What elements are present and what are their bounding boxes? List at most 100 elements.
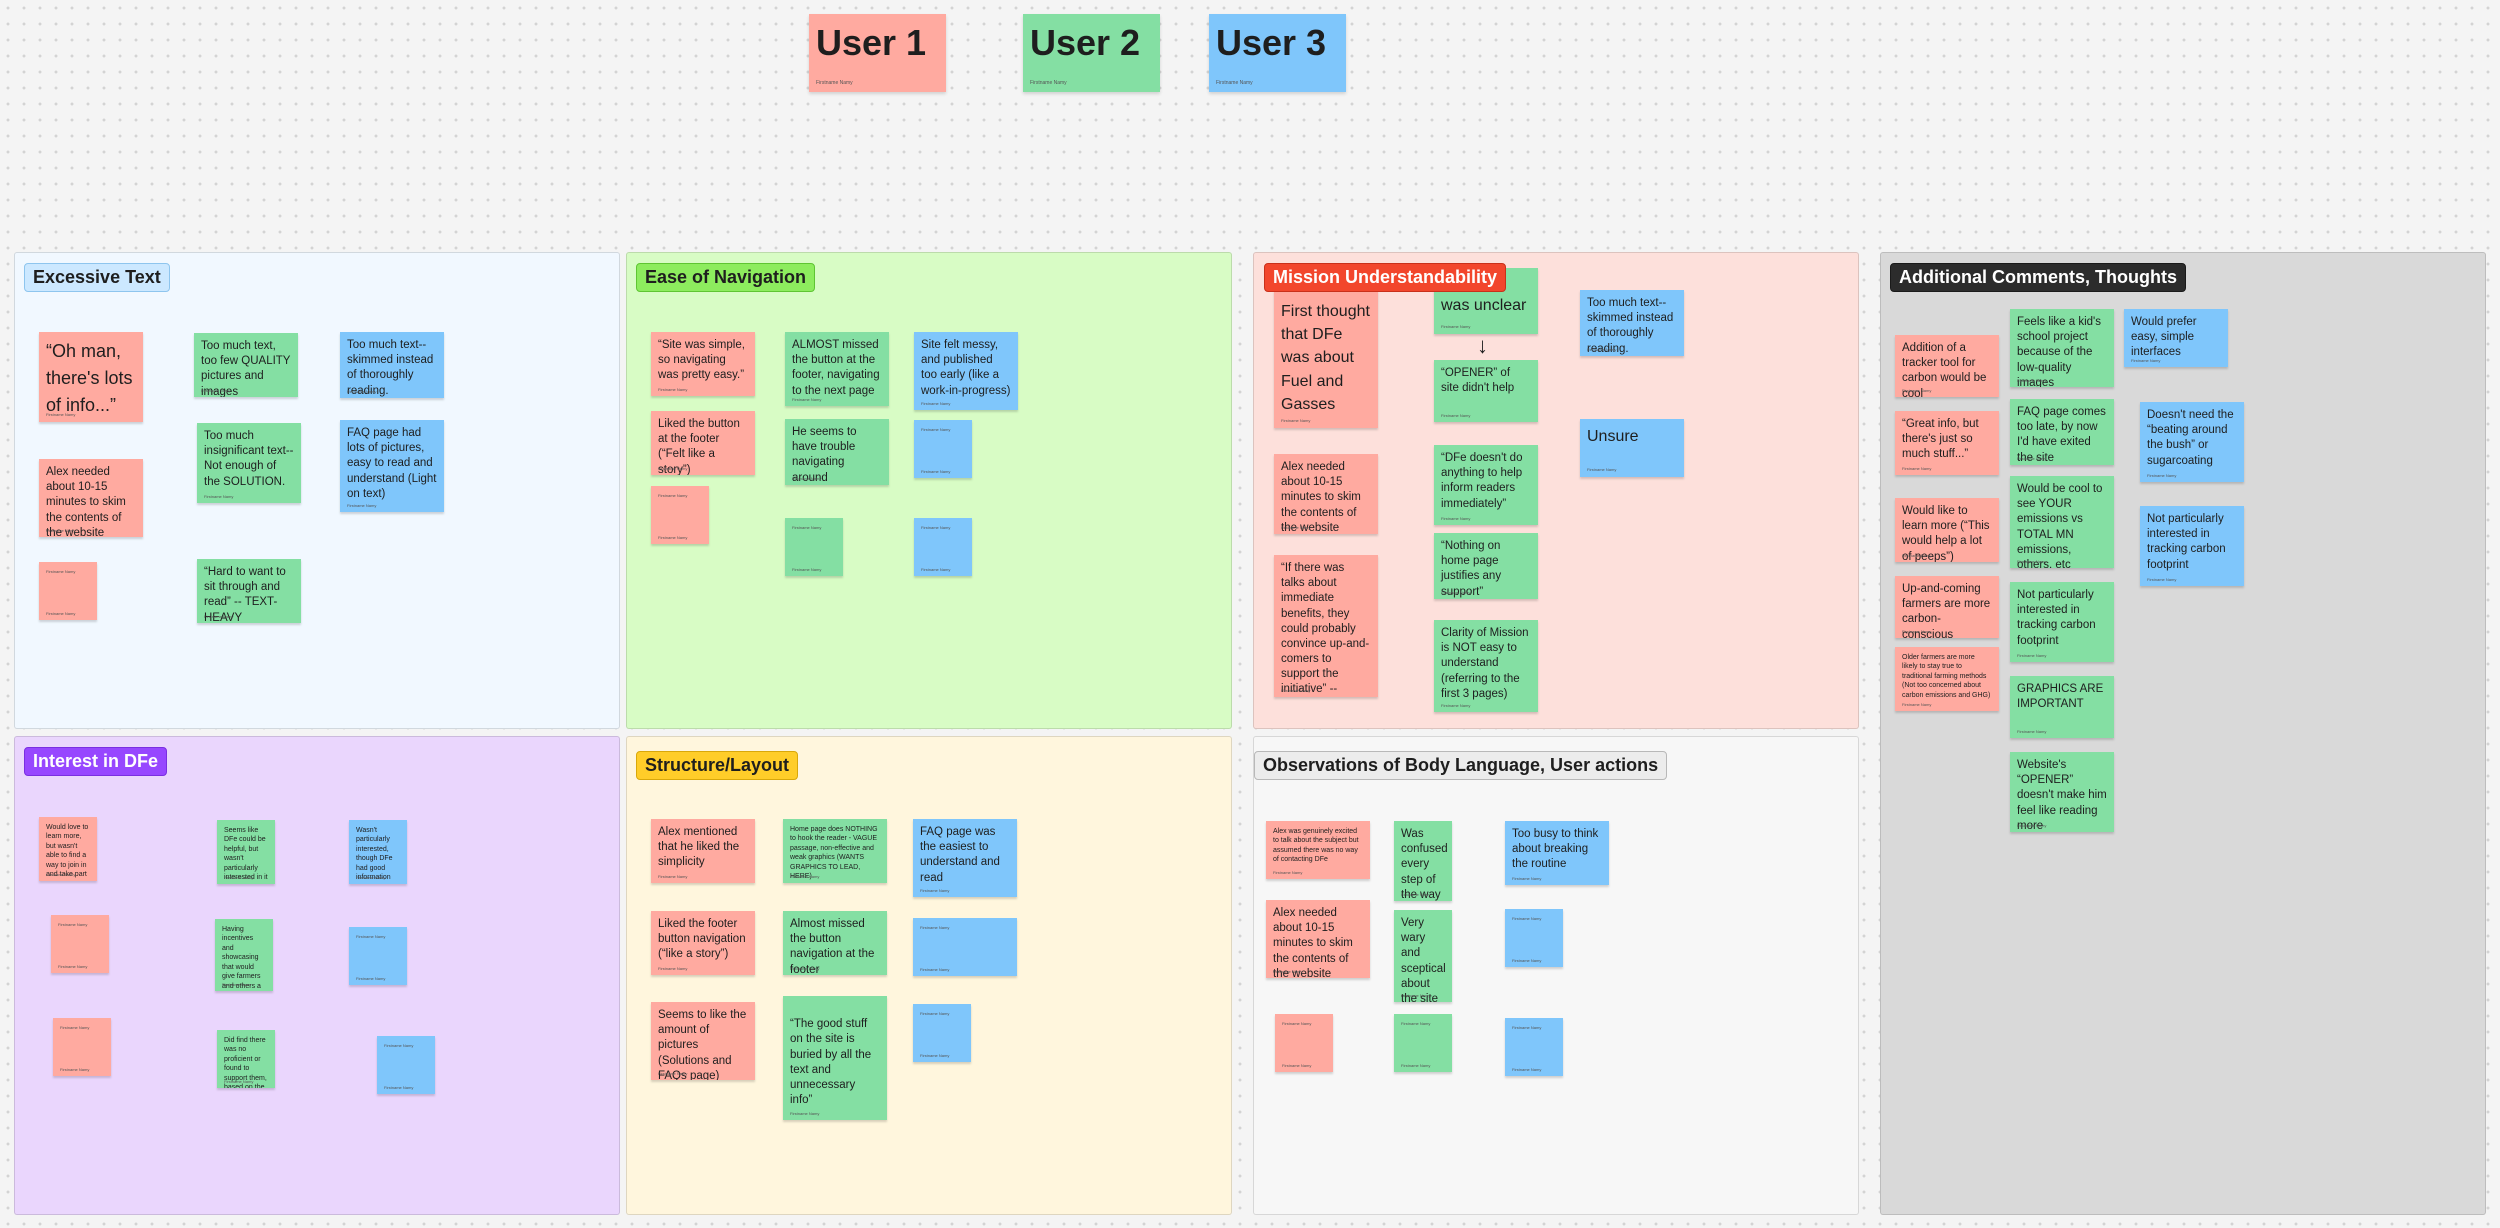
section-label[interactable]: Additional Comments, Thoughts — [1890, 263, 2186, 292]
sticky-note[interactable]: Firstname Namy Firstname Namy — [1394, 1014, 1452, 1072]
sticky-note[interactable]: “If there was talks about immediate bene… — [1274, 555, 1378, 697]
sticky-note[interactable]: Older farmers are more likely to stay tr… — [1895, 647, 1999, 711]
sticky-note[interactable]: Would love to learn more, but wasn't abl… — [39, 817, 97, 881]
sticky-note[interactable]: Firstname Namy Firstname Namy — [53, 1018, 111, 1076]
sticky-note[interactable]: Website's “OPENER” doesn't make him feel… — [2010, 752, 2114, 832]
sticky-note[interactable]: Was confused every step of the way First… — [1394, 821, 1452, 901]
note-author: Firstname Namy — [792, 566, 822, 572]
sticky-note[interactable]: Too busy to think about breaking the rou… — [1505, 821, 1609, 885]
sticky-note[interactable]: “The good stuff on the site is buried by… — [783, 996, 887, 1120]
sticky-note[interactable]: Seems like DFe could be helpful, but was… — [217, 820, 275, 884]
sticky-note[interactable]: Firstname Namy Firstname Namy — [1275, 1014, 1333, 1072]
sticky-note[interactable]: Addition of a tracker tool for carbon wo… — [1895, 335, 1999, 397]
sticky-note[interactable]: Feels like a kid's school project becaus… — [2010, 309, 2114, 387]
note-text: Up-and-coming farmers are more carbon-co… — [1902, 583, 1991, 638]
note-author: Firstname Namy — [1281, 687, 1311, 693]
sticky-note[interactable]: Too much text, too few QUALITY pictures … — [194, 333, 298, 397]
sticky-note[interactable]: Wasn't particularly interested, though D… — [349, 820, 407, 884]
sticky-note[interactable]: FAQ page comes too late, by now I'd have… — [2010, 399, 2114, 465]
note-text: Seems to like the amount of pictures (So… — [658, 1009, 747, 1080]
sticky-note[interactable]: Not particularly interested in tracking … — [2140, 506, 2244, 586]
sticky-note[interactable]: Doesn't need the “beating around the bus… — [2140, 402, 2244, 482]
section-excessive-text[interactable]: Excessive Text “Oh man, there's lots of … — [14, 252, 620, 729]
sticky-note[interactable]: Too much insignificant text-- Not enough… — [197, 423, 301, 503]
section-label[interactable]: Excessive Text — [24, 263, 170, 292]
sticky-note[interactable]: Firstname Namy Firstname Namy — [785, 518, 843, 576]
note-author: Firstname Namy — [2147, 576, 2177, 582]
section-label[interactable]: Interest in DFe — [24, 747, 168, 776]
user-1-card[interactable]: User 1 Firstname Namy — [809, 14, 946, 92]
sticky-note[interactable]: He seems to have trouble navigating arou… — [785, 419, 889, 485]
note-author: Firstname Namy — [658, 493, 688, 498]
sticky-note[interactable]: Unsure Firstname Namy — [1580, 419, 1684, 477]
sticky-note[interactable]: Liked the button at the footer (“Felt li… — [651, 411, 755, 475]
note-text: FAQ page had lots of pictures, easy to r… — [347, 427, 437, 500]
section-structure-layout[interactable]: Structure/Layout Alex mentioned that he … — [626, 736, 1232, 1215]
sticky-note[interactable]: “DFe doesn't do anything to help inform … — [1434, 445, 1538, 525]
section-label[interactable]: Mission Understandability — [1264, 263, 1507, 292]
note-author: Firstname Namy — [2017, 822, 2047, 828]
sticky-note[interactable]: Firstname Namy Firstname Namy — [349, 927, 407, 985]
sticky-note[interactable]: Firstname Namy Firstname Namy — [914, 518, 972, 576]
sticky-note[interactable]: Firstname Namy Firstname Namy — [377, 1036, 435, 1094]
note-author: Firstname Namy — [58, 922, 88, 927]
sticky-note[interactable]: Firstname Namy Firstname Namy — [51, 915, 109, 973]
sticky-note[interactable]: Site felt messy, and published too early… — [914, 332, 1018, 410]
section-label[interactable]: Observations of Body Language, User acti… — [1254, 751, 1668, 780]
section-additional-comments[interactable]: Additional Comments, Thoughts Addition o… — [1880, 252, 2486, 1215]
sticky-note[interactable]: “OPENER” of site didn't help Firstname N… — [1434, 360, 1538, 422]
sticky-note[interactable]: Alex needed about 10-15 minutes to skim … — [1274, 454, 1378, 534]
sticky-note[interactable]: ALMOST missed the button at the footer, … — [785, 332, 889, 406]
sticky-note[interactable]: Alex needed about 10-15 minutes to skim … — [39, 459, 143, 537]
user-2-card[interactable]: User 2 Firstname Namy — [1023, 14, 1160, 92]
section-mission-understandability[interactable]: First thought that DFe was about Fuel an… — [1253, 252, 1859, 729]
sticky-note[interactable]: Firstname Namy Firstname Namy — [913, 918, 1017, 976]
note-author: Firstname Namy — [1441, 702, 1471, 708]
sticky-note[interactable]: Firstname Namy Firstname Namy — [1505, 909, 1563, 967]
sticky-note[interactable]: Seems to like the amount of pictures (So… — [651, 1002, 755, 1080]
note-author: Firstname Namy — [60, 1025, 90, 1030]
sticky-note[interactable]: Home page does NOTHING to hook the reade… — [783, 819, 887, 883]
sticky-note[interactable]: Having incentives and showcasing that wo… — [215, 919, 273, 991]
section-label[interactable]: Structure/Layout — [636, 751, 799, 780]
sticky-note[interactable]: Would like to learn more (“This would he… — [1895, 498, 1999, 562]
sticky-note[interactable]: FAQ page was the easiest to understand a… — [913, 819, 1017, 897]
sticky-note[interactable]: Alex was genuinely excited to talk about… — [1266, 821, 1370, 879]
sticky-note[interactable]: Very wary and sceptical about the site F… — [1394, 910, 1452, 1002]
sticky-note[interactable]: Too much text-- skimmed instead of thoro… — [1580, 290, 1684, 356]
sticky-note[interactable]: Firstname Namy Firstname Namy — [913, 1004, 971, 1062]
sticky-note[interactable]: First thought that DFe was about Fuel an… — [1274, 290, 1378, 428]
sticky-note[interactable]: Firstname Namy Firstname Namy — [1505, 1018, 1563, 1076]
note-author: Firstname Namy — [1401, 1021, 1431, 1026]
sticky-note[interactable]: “Oh man, there's lots of info...” Firstn… — [39, 332, 143, 422]
sticky-note[interactable]: Up-and-coming farmers are more carbon-co… — [1895, 576, 1999, 638]
sticky-note[interactable]: Liked the footer button navigation (“lik… — [651, 911, 755, 975]
note-author: Firstname Namy — [2131, 357, 2161, 363]
sticky-note[interactable]: Almost missed the button navigation at t… — [783, 911, 887, 975]
sticky-note[interactable]: Firstname Namy Firstname Namy — [651, 486, 709, 544]
sticky-note[interactable]: Alex needed about 10-15 minutes to skim … — [1266, 900, 1370, 978]
sticky-note[interactable]: Alex mentioned that he liked the simplic… — [651, 819, 755, 883]
note-author: Firstname Namy — [224, 1078, 254, 1084]
section-interest-in-dfe[interactable]: Interest in DFe Would love to learn more… — [14, 736, 620, 1215]
sticky-note[interactable]: FAQ page had lots of pictures, easy to r… — [340, 420, 444, 512]
section-ease-of-navigation[interactable]: Ease of Navigation “Site was simple, so … — [626, 252, 1232, 729]
sticky-note[interactable]: Would be cool to see YOUR emissions vs T… — [2010, 476, 2114, 568]
sticky-note[interactable]: Not particularly interested in tracking … — [2010, 582, 2114, 662]
note-text: Too much insignificant text-- Not enough… — [204, 430, 294, 488]
note-author: Firstname Namy — [1902, 628, 1932, 634]
sticky-note[interactable]: Clarity of Mission is NOT easy to unders… — [1434, 620, 1538, 712]
section-label[interactable]: Ease of Navigation — [636, 263, 816, 292]
sticky-note[interactable]: Too much text-- skimmed instead of thoro… — [340, 332, 444, 398]
sticky-note[interactable]: “Hard to want to sit through and read” -… — [197, 559, 301, 623]
sticky-note[interactable]: Would prefer easy, simple interfaces Fir… — [2124, 309, 2228, 367]
sticky-note[interactable]: Firstname Namy Firstname Namy — [914, 420, 972, 478]
section-observations[interactable]: Observations of Body Language, User acti… — [1253, 736, 1859, 1215]
sticky-note[interactable]: “Site was simple, so navigating was pret… — [651, 332, 755, 396]
sticky-note[interactable]: “Great info, but there's just so much st… — [1895, 411, 1999, 475]
sticky-note[interactable]: GRAPHICS ARE IMPORTANT Firstname Namy — [2010, 676, 2114, 738]
user-3-card[interactable]: User 3 Firstname Namy — [1209, 14, 1346, 92]
sticky-note[interactable]: “Nothing on home page justifies any supp… — [1434, 533, 1538, 599]
sticky-note[interactable]: Did find there was no proficient or foun… — [217, 1030, 275, 1088]
sticky-note[interactable]: Firstname Namy Firstname Namy — [39, 562, 97, 620]
